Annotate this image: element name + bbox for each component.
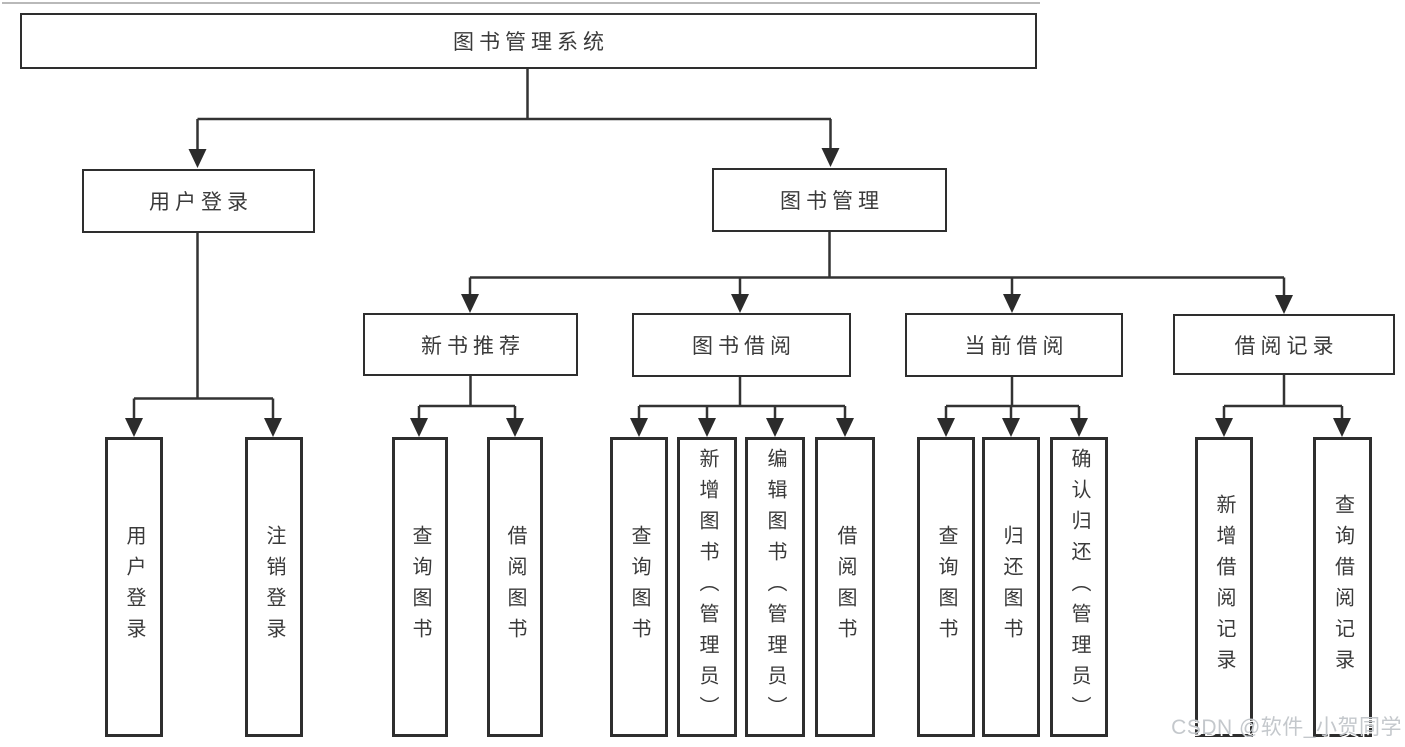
node-leaf-query-books-2: 查询图书 xyxy=(610,437,668,737)
node-library-management-system: 图书管理系统 xyxy=(20,13,1037,69)
connector-path xyxy=(417,376,517,420)
arrowhead-down xyxy=(188,149,207,168)
node-label: 确认归还（管理员） xyxy=(1068,447,1090,727)
arrowhead-down xyxy=(937,418,955,437)
node-leaf-borrow-books-2: 借阅图书 xyxy=(815,437,875,737)
connector-new-book-recommend-to-leaves xyxy=(410,376,524,437)
node-label: 用户登录 xyxy=(123,525,145,649)
node-leaf-query-books-1: 查询图书 xyxy=(392,437,448,737)
arrowhead-down xyxy=(731,294,749,313)
node-new-book-recommendation: 新书推荐 xyxy=(363,313,578,376)
connector-book-management-to-level3 xyxy=(461,232,1293,314)
node-leaf-return-books: 归还图书 xyxy=(982,437,1040,737)
arrowhead-down xyxy=(125,418,143,437)
node-label: 查询图书 xyxy=(628,525,650,649)
arrowhead-down xyxy=(821,148,840,167)
node-label: 注销登录 xyxy=(263,525,285,649)
arrowhead-down xyxy=(410,418,428,437)
connector-borrowing-records-to-leaves xyxy=(1215,375,1351,437)
node-leaf-query-borrow-record: 查询借阅记录 xyxy=(1313,437,1372,737)
arrowhead-down xyxy=(461,294,479,313)
connector-path xyxy=(944,377,1081,420)
node-borrowing-records: 借阅记录 xyxy=(1173,314,1395,375)
node-label: 新增图书（管理员） xyxy=(696,447,718,727)
arrowhead-down xyxy=(1215,418,1233,437)
connector-path xyxy=(468,232,1286,297)
node-leaf-query-books-3: 查询图书 xyxy=(917,437,975,737)
node-label: 归还图书 xyxy=(1000,525,1022,649)
connector-book-borrowing-to-leaves xyxy=(630,377,854,437)
connector-path xyxy=(196,69,832,152)
arrowhead-down xyxy=(506,418,524,437)
connector-path xyxy=(132,233,275,420)
node-label: 编辑图书（管理员） xyxy=(764,447,786,727)
node-leaf-borrow-books-1: 借阅图书 xyxy=(487,437,543,737)
node-user-login-branch: 用户登录 xyxy=(82,169,315,233)
arrowhead-down xyxy=(1333,418,1351,437)
arrowhead-down xyxy=(1003,294,1021,313)
node-label: 查询借阅记录 xyxy=(1331,494,1354,680)
connector-path xyxy=(637,377,847,420)
top-hairline xyxy=(2,2,1040,4)
connector-current-borrowing-to-leaves xyxy=(937,377,1088,437)
node-label: 新增借阅记录 xyxy=(1213,494,1235,680)
node-leaf-logout: 注销登录 xyxy=(245,437,303,737)
arrowhead-down xyxy=(698,418,716,437)
connector-user-login-to-leaves xyxy=(125,233,282,437)
arrowhead-down xyxy=(1002,418,1020,437)
node-book-borrowing: 图书借阅 xyxy=(632,313,851,377)
node-leaf-add-books-admin: 新增图书（管理员） xyxy=(677,437,737,737)
arrowhead-down xyxy=(766,418,784,437)
connector-path xyxy=(1222,375,1344,420)
node-leaf-confirm-return-admin: 确认归还（管理员） xyxy=(1050,437,1108,737)
node-label: 查询图书 xyxy=(409,525,431,649)
node-label: 借阅图书 xyxy=(504,525,526,649)
node-current-borrowing: 当前借阅 xyxy=(905,313,1123,377)
node-leaf-add-borrow-record: 新增借阅记录 xyxy=(1195,437,1253,737)
node-leaf-user-login: 用户登录 xyxy=(105,437,163,737)
node-label: 查询图书 xyxy=(935,525,957,649)
node-leaf-edit-books-admin: 编辑图书（管理员） xyxy=(745,437,805,737)
node-label: 借阅图书 xyxy=(834,525,856,649)
node-book-management-branch: 图书管理 xyxy=(712,168,947,232)
connector-root-to-level2 xyxy=(188,69,840,168)
arrowhead-down xyxy=(630,418,648,437)
arrowhead-down xyxy=(264,418,282,437)
arrowhead-down xyxy=(836,418,854,437)
csdn-watermark: CSDN @软件_小贺同学 xyxy=(1171,716,1402,739)
arrowhead-down xyxy=(1070,418,1088,437)
arrowhead-down xyxy=(1275,295,1293,314)
